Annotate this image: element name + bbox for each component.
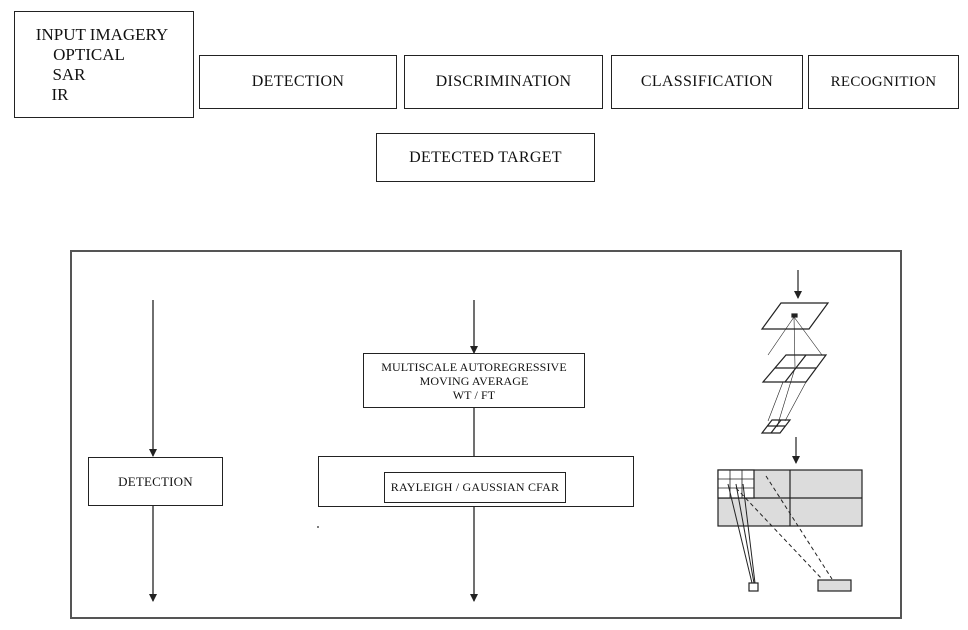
grid-wide-target [817, 579, 852, 592]
stage-classification-label: CLASSIFICATION [640, 73, 774, 90]
pyramid-top-cell [791, 313, 798, 318]
grid-illustration [717, 469, 863, 592]
detected-target-box: DETECTED TARGET [376, 133, 595, 182]
stage-detection-label: DETECTION [251, 73, 345, 90]
multiscale-ar-box: MULTISCALE AUTOREGRESSIVE MOVING AVERAGE… [363, 353, 585, 408]
input-sar-label: SAR [52, 64, 86, 84]
pyramid-bottom-plane [760, 419, 792, 434]
pyramid-illustration [760, 270, 830, 464]
multiscale-ar-line3: WT / FT [452, 387, 496, 402]
cfar-label: RAYLEIGH / GAUSSIAN CFAR [390, 480, 560, 494]
detail-panel [70, 250, 902, 619]
input-optical-label: OPTICAL [53, 44, 125, 64]
detected-target-label: DETECTED TARGET [409, 148, 562, 166]
grid-small-target [748, 582, 759, 592]
pyramid-top-plane [760, 302, 830, 330]
multiscale-ar-line2: MOVING AVERAGE [419, 373, 529, 388]
stage-discrimination-box: DISCRIMINATION [404, 55, 603, 109]
input-imagery-title: INPUT IMAGERY [35, 24, 169, 44]
input-imagery-box: INPUT IMAGERY OPTICAL SAR IR [14, 11, 194, 118]
stage-recognition-box: RECOGNITION [808, 55, 959, 109]
stage-discrimination-label: DISCRIMINATION [435, 73, 572, 90]
stage-classification-box: CLASSIFICATION [611, 55, 803, 109]
cfar-inner-box: RAYLEIGH / GAUSSIAN CFAR [384, 472, 566, 503]
multiscale-ar-line1: MULTISCALE AUTOREGRESSIVE [381, 359, 567, 374]
stage-detection-box: DETECTION [199, 55, 397, 109]
input-ir-label: IR [51, 84, 69, 104]
stage-recognition-label: RECOGNITION [830, 73, 937, 90]
panel-detection-label: DETECTION [118, 473, 193, 489]
panel-detection-box: DETECTION [88, 457, 223, 506]
